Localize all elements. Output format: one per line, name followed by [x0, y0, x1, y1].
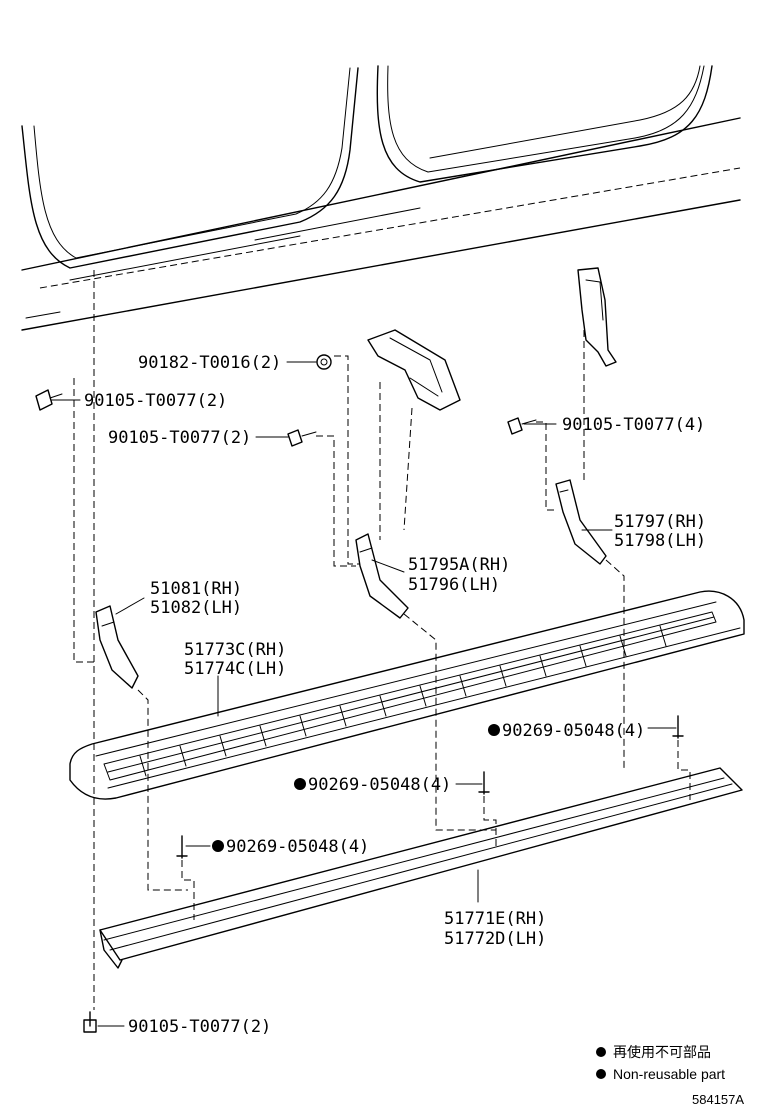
label-bolt-bottom: 90105-T0077(2) [128, 1017, 271, 1037]
legend-marker-en [596, 1069, 606, 1079]
rear-step-bracket [555, 479, 607, 565]
vehicle-body-outline [21, 65, 741, 331]
label-bracket-front-lh: 51082(LH) [150, 598, 242, 618]
rear-body-bracket [577, 267, 617, 367]
screw-icon-right [672, 715, 684, 739]
label-bolt-mid: 90105-T0077(2) [108, 428, 251, 448]
non-reusable-marker-mid [294, 778, 306, 790]
legend: 再使用不可部品 Non-reusable part [596, 1044, 725, 1082]
screw-icon-left [176, 835, 188, 859]
label-bracket-mid-rh: 51795A(RH) [408, 555, 510, 575]
leader-lines [51, 361, 677, 1027]
label-bracket-front-rh: 51081(RH) [150, 579, 242, 599]
bolt-icon-bottom [83, 1011, 97, 1033]
screw-icon-mid [478, 771, 490, 795]
label-screw-mid: 90269-05048(4) [308, 775, 451, 795]
diagram-code: 584157A [692, 1092, 744, 1107]
clip-icon [316, 354, 332, 370]
middle-step-bracket [355, 533, 409, 619]
label-rail-rh: 51771E(RH) [444, 909, 546, 929]
legend-jp: 再使用不可部品 [613, 1044, 711, 1060]
bolt-icon-right [507, 417, 537, 435]
lower-rail [99, 767, 743, 969]
label-step-rh: 51773C(RH) [184, 640, 286, 660]
bolt-icon-left-upper [35, 389, 63, 411]
legend-marker-jp [596, 1047, 606, 1057]
label-screw-left: 90269-05048(4) [226, 837, 369, 857]
label-bolt-right: 90105-T0077(4) [562, 415, 705, 435]
front-step-bracket [95, 605, 139, 689]
non-reusable-marker-left [212, 840, 224, 852]
legend-en: Non-reusable part [613, 1066, 725, 1082]
assembly-lines [73, 270, 691, 1010]
label-clip-top: 90182-T0016(2) [138, 353, 281, 373]
label-bracket-mid-lh: 51796(LH) [408, 575, 500, 595]
middle-body-bracket [367, 329, 461, 411]
label-bracket-rear-lh: 51798(LH) [614, 531, 706, 551]
non-reusable-marker-right [488, 724, 500, 736]
label-screw-right: 90269-05048(4) [502, 721, 645, 741]
label-step-lh: 51774C(LH) [184, 659, 286, 679]
running-board [69, 590, 745, 800]
bolt-icon-mid [287, 429, 317, 447]
label-rail-lh: 51772D(LH) [444, 929, 546, 949]
label-bracket-rear-rh: 51797(RH) [614, 512, 706, 532]
label-bolt-left-upper: 90105-T0077(2) [84, 391, 227, 411]
